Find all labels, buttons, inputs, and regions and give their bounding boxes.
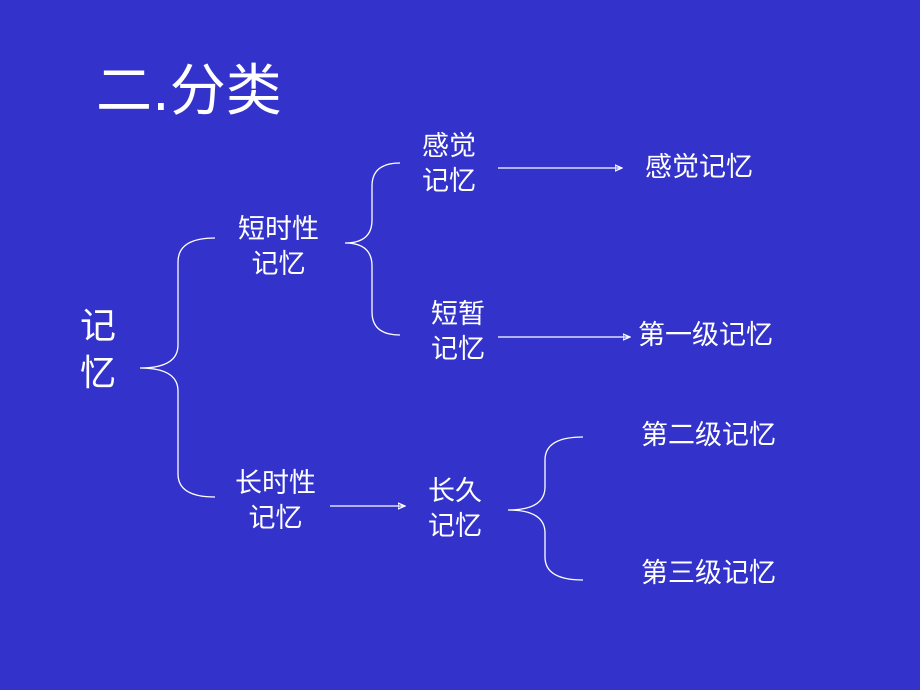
root-node-line1: 记 — [80, 306, 117, 347]
permanent-node: 长久 记忆 — [428, 474, 482, 544]
permanent-line2: 记忆 — [428, 511, 482, 543]
outcome-second-level: 第二级记忆 — [641, 420, 776, 451]
permanent-brace — [507, 436, 584, 581]
short-term-line1: 短时性 — [238, 214, 319, 245]
sensory-line2: 记忆 — [422, 166, 476, 198]
brief-node: 短暂 记忆 — [431, 297, 485, 367]
slide-title: 二.分类 — [96, 59, 282, 124]
root-node-line2: 忆 — [80, 352, 117, 394]
long-term-line1: 长时性 — [235, 468, 316, 499]
short-term-brace — [344, 162, 401, 336]
outcome-first-level: 第一级记忆 — [638, 320, 773, 351]
sensory-line1: 感觉 — [422, 131, 476, 162]
permanent-line1: 长久 — [428, 476, 482, 507]
long-term-node: 长时性 记忆 — [235, 466, 316, 536]
long-term-line2: 记忆 — [248, 503, 303, 535]
brief-line1: 短暂 — [431, 299, 485, 330]
brief-line2: 记忆 — [431, 334, 485, 366]
root-node: 记 忆 — [80, 304, 116, 398]
sensory-node: 感觉 记忆 — [422, 129, 476, 199]
short-term-line2: 记忆 — [251, 249, 306, 281]
outcome-sensory-memory: 感觉记忆 — [645, 152, 753, 183]
outcome-third-level: 第三级记忆 — [641, 558, 776, 589]
short-term-node: 短时性 记忆 — [238, 212, 319, 282]
root-brace — [139, 237, 216, 498]
